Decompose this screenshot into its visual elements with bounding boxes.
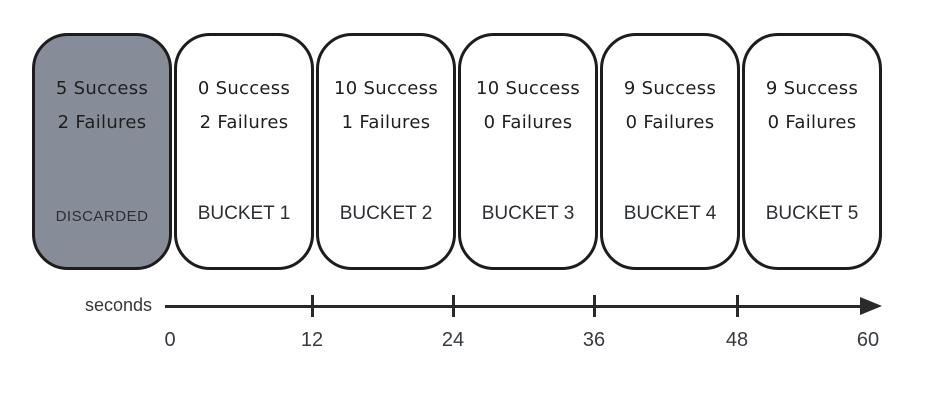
success-count: 9 Success bbox=[623, 78, 717, 99]
card-title-discarded: DISCARDED bbox=[55, 208, 149, 225]
card-title-bucket-2: BUCKET 2 bbox=[339, 203, 433, 224]
card-stats: 9 Success 0 Failures bbox=[603, 72, 737, 140]
tick-label-0: 0 bbox=[164, 329, 176, 351]
card-stats: 10 Success 1 Failures bbox=[319, 72, 453, 140]
card-title-bucket-1: BUCKET 1 bbox=[197, 203, 291, 224]
card-stats: 5 Success 2 Failures bbox=[35, 72, 169, 140]
card-title-bucket-4: BUCKET 4 bbox=[623, 203, 717, 224]
card-bucket-4: 9 Success 0 Failures BUCKET 4 bbox=[600, 33, 740, 270]
arrow-right-icon bbox=[860, 297, 882, 315]
card-discarded: 5 Success 2 Failures DISCARDED bbox=[32, 33, 172, 270]
tick-label-12: 12 bbox=[300, 329, 324, 351]
axis-tick bbox=[736, 295, 739, 317]
success-count: 10 Success bbox=[333, 78, 439, 99]
success-count: 0 Success bbox=[197, 78, 291, 99]
failure-count: 1 Failures bbox=[341, 112, 431, 133]
failure-count: 0 Failures bbox=[625, 112, 715, 133]
time-axis-line bbox=[165, 305, 866, 308]
card-bucket-3: 10 Success 0 Failures BUCKET 3 bbox=[458, 33, 598, 270]
failure-count: 2 Failures bbox=[57, 112, 147, 133]
failure-count: 2 Failures bbox=[199, 112, 289, 133]
card-stats: 10 Success 0 Failures bbox=[461, 72, 595, 140]
failure-count: 0 Failures bbox=[483, 112, 573, 133]
axis-tick bbox=[593, 295, 596, 317]
card-stats: 0 Success 2 Failures bbox=[177, 72, 311, 140]
axis-title-seconds: seconds bbox=[84, 295, 152, 315]
tick-label-48: 48 bbox=[725, 329, 749, 351]
axis-tick bbox=[311, 295, 314, 317]
bucket-cards-row: 5 Success 2 Failures DISCARDED 0 Success… bbox=[32, 33, 882, 270]
card-bucket-1: 0 Success 2 Failures BUCKET 1 bbox=[174, 33, 314, 270]
card-bucket-5: 9 Success 0 Failures BUCKET 5 bbox=[742, 33, 882, 270]
card-title-bucket-3: BUCKET 3 bbox=[481, 203, 575, 224]
card-stats: 9 Success 0 Failures bbox=[745, 72, 879, 140]
tick-label-60: 60 bbox=[856, 329, 880, 351]
axis-tick bbox=[452, 295, 455, 317]
success-count: 5 Success bbox=[55, 78, 149, 99]
tick-label-36: 36 bbox=[582, 329, 606, 351]
card-bucket-2: 10 Success 1 Failures BUCKET 2 bbox=[316, 33, 456, 270]
tick-label-24: 24 bbox=[441, 329, 465, 351]
success-count: 9 Success bbox=[765, 78, 859, 99]
failure-count: 0 Failures bbox=[767, 112, 857, 133]
card-title-bucket-5: BUCKET 5 bbox=[765, 203, 859, 224]
success-count: 10 Success bbox=[475, 78, 581, 99]
